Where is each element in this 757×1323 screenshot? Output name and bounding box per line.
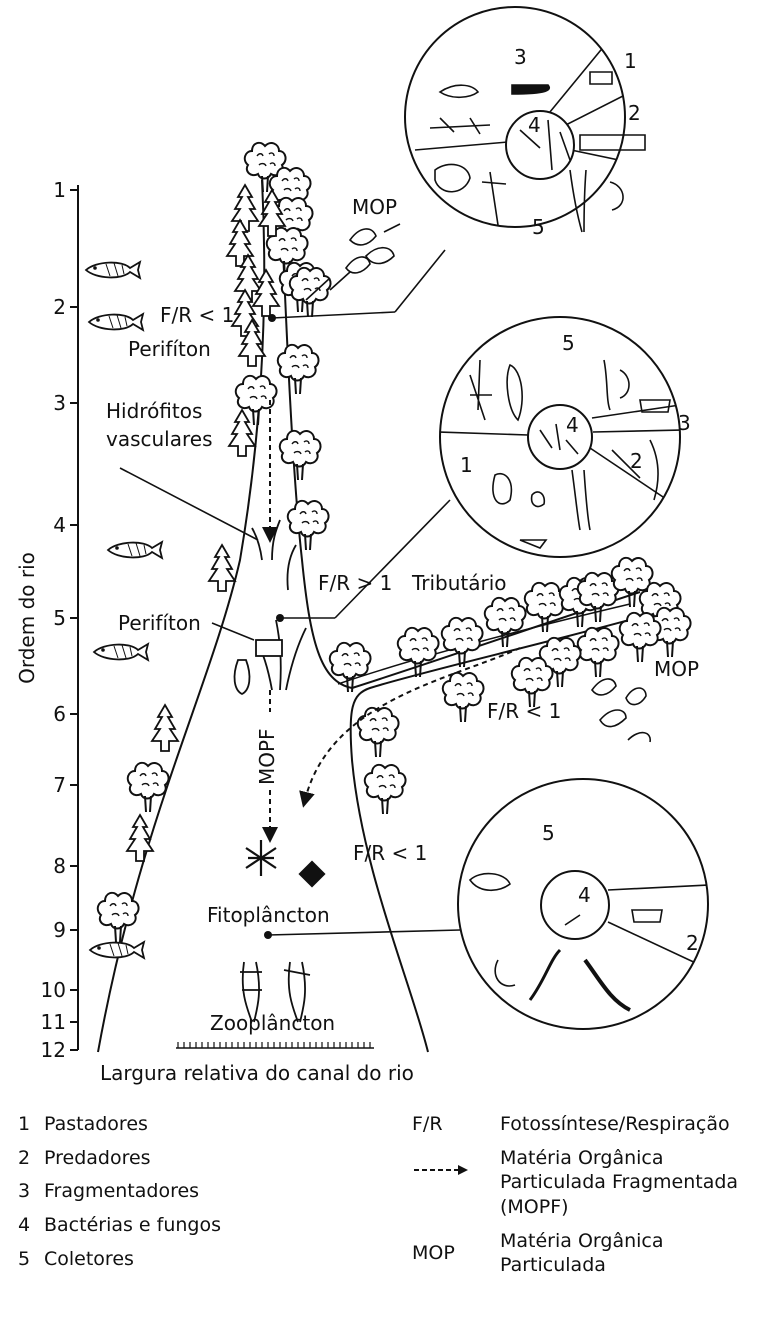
label-perifiton-mid: Perifíton [118,611,201,635]
legend-item: 4Bactérias e fungos [18,1213,221,1238]
label-pastadores-1: 1 [460,453,473,477]
label-zooplancton: Zooplâncton [210,1011,335,1035]
legend-abbreviations: F/R Fotossíntese/Respiração Matéria Orgâ… [412,1112,752,1287]
legend-fr-key: F/R [412,1112,500,1137]
legend-mopf-text-line2: Particulada Fragmentada [500,1170,738,1195]
functional-groups-circle-mid: 5 4 3 2 1 [438,317,691,557]
y-tick-label: 1 [53,178,66,202]
y-tick-label: 12 [41,1038,66,1062]
legend-number: 4 [18,1213,44,1238]
y-axis-ticks: 123456789101112 [41,178,78,1062]
legend-mop-row: MOP Matéria Orgânica Particulada [412,1229,752,1278]
legend-item: 3Fragmentadores [18,1179,221,1204]
functional-groups-circle-bottom: 5 4 2 [458,779,708,1029]
label-fitoplancton: Fitoplâncton [207,903,330,927]
mop-leaves-icon [330,224,400,290]
label-tributario: Tributário [411,571,507,595]
legend-mop-text-line2: Particulada [500,1253,664,1278]
functional-groups-circle-top: 3 1 2 4 5 [405,7,645,239]
legend-number: 5 [18,1247,44,1272]
y-tick-label: 4 [53,513,66,537]
y-tick-label: 9 [53,918,66,942]
legend-item: 1Pastadores [18,1112,221,1137]
legend-mop-text-line1: Matéria Orgânica [500,1229,664,1254]
legend-number: 1 [18,1112,44,1137]
y-tick-label: 2 [53,295,66,319]
label-fragmentadores-3: 3 [678,411,691,435]
label-fr-lt1-tributary: F/R < 1 [487,699,561,723]
label-fr-lt1-low: F/R < 1 [353,841,427,865]
point-marker [276,614,284,622]
label-mopf-arrow: MOPF [255,728,279,785]
label-predadores-2: 2 [630,449,643,473]
label-coletores-5: 5 [532,215,545,239]
label-bacterias-4: 4 [578,883,591,907]
mop-leaves-right-icon [592,679,650,742]
legend-mopf-text-line3: (MOPF) [500,1195,738,1220]
label-hidrofitos-line1: Hidrófitos [106,399,202,423]
y-tick-label: 3 [53,391,66,415]
legend-item: 2Predadores [18,1146,221,1171]
y-tick-label: 8 [53,854,66,878]
y-tick-label: 7 [53,773,66,797]
label-fr-lt1-top: F/R < 1 [160,303,234,327]
legend-text: Fragmentadores [44,1179,199,1204]
point-marker [268,314,276,322]
label-coletores-5: 5 [562,331,575,355]
diagram-canvas: 123456789101112 Ordem do rio [0,0,757,1090]
label-fragmentadores-3: 3 [514,45,527,69]
dashed-arrow-icon [412,1146,500,1189]
label-bacterias-4: 4 [566,413,579,437]
legend-number: 2 [18,1146,44,1171]
y-axis: 123456789101112 Ordem do rio [15,178,78,1062]
legend-fr-text: Fotossíntese/Respiração [500,1112,730,1137]
legend-mop-key: MOP [412,1229,500,1266]
label-coletores-5: 5 [542,821,555,845]
legend-mopf-text-line1: Matéria Orgânica [500,1146,738,1171]
y-tick-label: 11 [41,1010,66,1034]
label-predadores-2: 2 [686,931,699,955]
label-perifiton-top: Perifíton [128,337,211,361]
legend-fr-row: F/R Fotossíntese/Respiração [412,1112,752,1137]
aquatic-plants-icon [235,520,306,694]
fish-icons [86,262,162,958]
legend-text: Bactérias e fungos [44,1213,221,1238]
label-mop-top: MOP [352,195,397,219]
y-axis-title: Ordem do rio [15,552,39,684]
legend-number: 3 [18,1179,44,1204]
legend-text: Predadores [44,1146,151,1171]
point-marker [264,931,272,939]
label-fr-gt1: F/R > 1 [318,571,392,595]
label-hidrofitos-line2: vasculares [106,427,213,451]
label-pastadores-1: 1 [624,49,637,73]
x-axis-title: Largura relativa do canal do rio [100,1061,414,1085]
legend-text: Coletores [44,1247,134,1272]
legend-item: 5Coletores [18,1247,221,1272]
y-tick-label: 6 [53,702,66,726]
legend-functional-groups: 1Pastadores 2Predadores 3Fragmentadores … [18,1112,221,1280]
label-mop-right: MOP [654,657,699,681]
legend-text: Pastadores [44,1112,148,1137]
y-tick-label: 5 [53,606,66,630]
label-predadores-2: 2 [628,101,641,125]
y-tick-label: 10 [41,978,66,1002]
x-axis: Largura relativa do canal do rio [100,1042,414,1085]
legend-mopf-row: Matéria Orgânica Particulada Fragmentada… [412,1146,752,1220]
label-bacterias-4: 4 [528,113,541,137]
phytoplankton-icon [246,840,324,886]
